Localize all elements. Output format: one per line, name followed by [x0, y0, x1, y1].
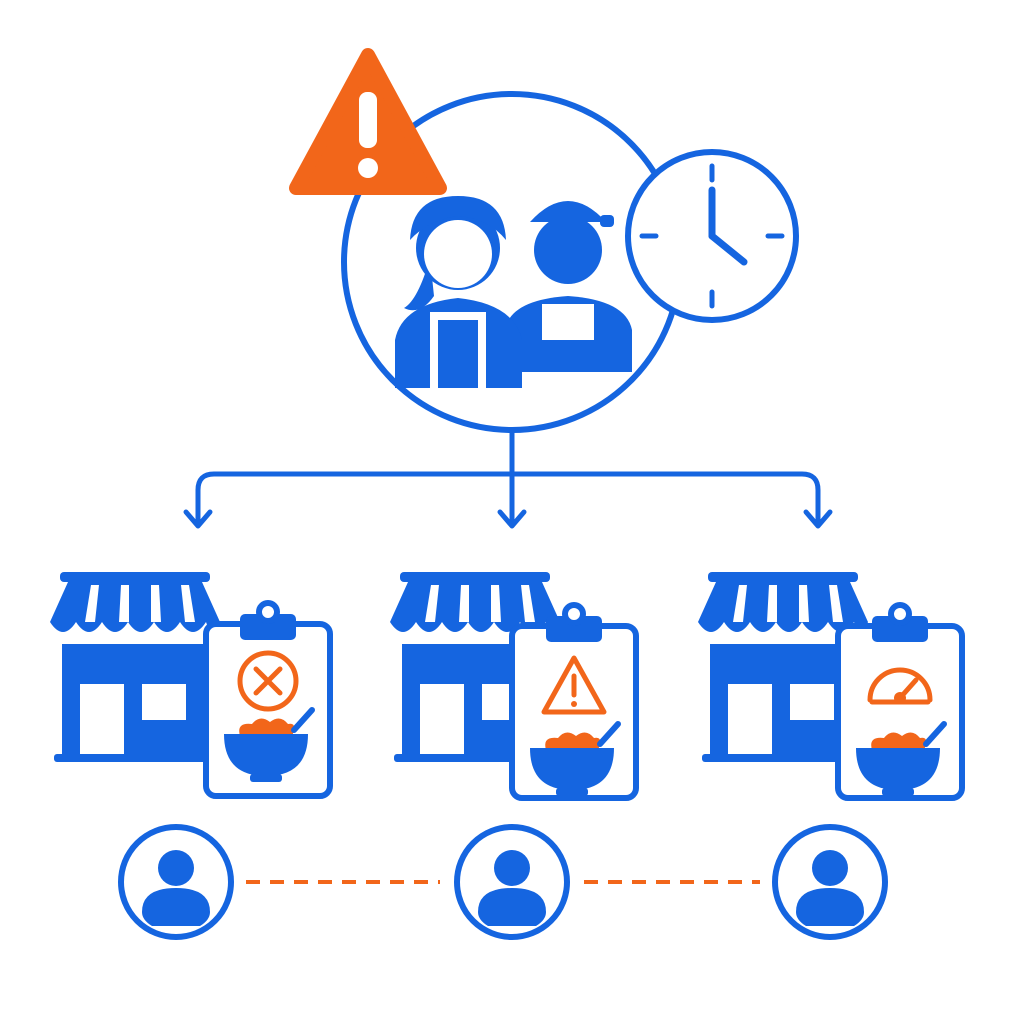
user-avatar-icon — [775, 827, 885, 937]
left-arrow-head — [183, 509, 213, 529]
right-branch-arrow — [509, 471, 821, 525]
two-staff-workers-icon — [395, 196, 632, 388]
store-3 — [698, 572, 962, 798]
warning-triangle-icon — [289, 48, 447, 195]
speed-gauge-icon — [867, 667, 933, 705]
store-2 — [390, 572, 636, 798]
storefront-icon — [50, 572, 220, 762]
user-avatar-icon — [121, 827, 231, 937]
right-arrow-head — [803, 509, 833, 529]
branch-connectors — [183, 427, 833, 529]
center-arrow-head — [497, 509, 527, 529]
cancel-x-icon — [237, 650, 299, 712]
people-row — [121, 827, 885, 937]
left-branch-arrow — [195, 471, 515, 525]
user-avatar-icon — [457, 827, 567, 937]
clock-icon — [625, 149, 799, 323]
store-1 — [50, 572, 330, 796]
warning-triangle-icon — [541, 655, 607, 715]
